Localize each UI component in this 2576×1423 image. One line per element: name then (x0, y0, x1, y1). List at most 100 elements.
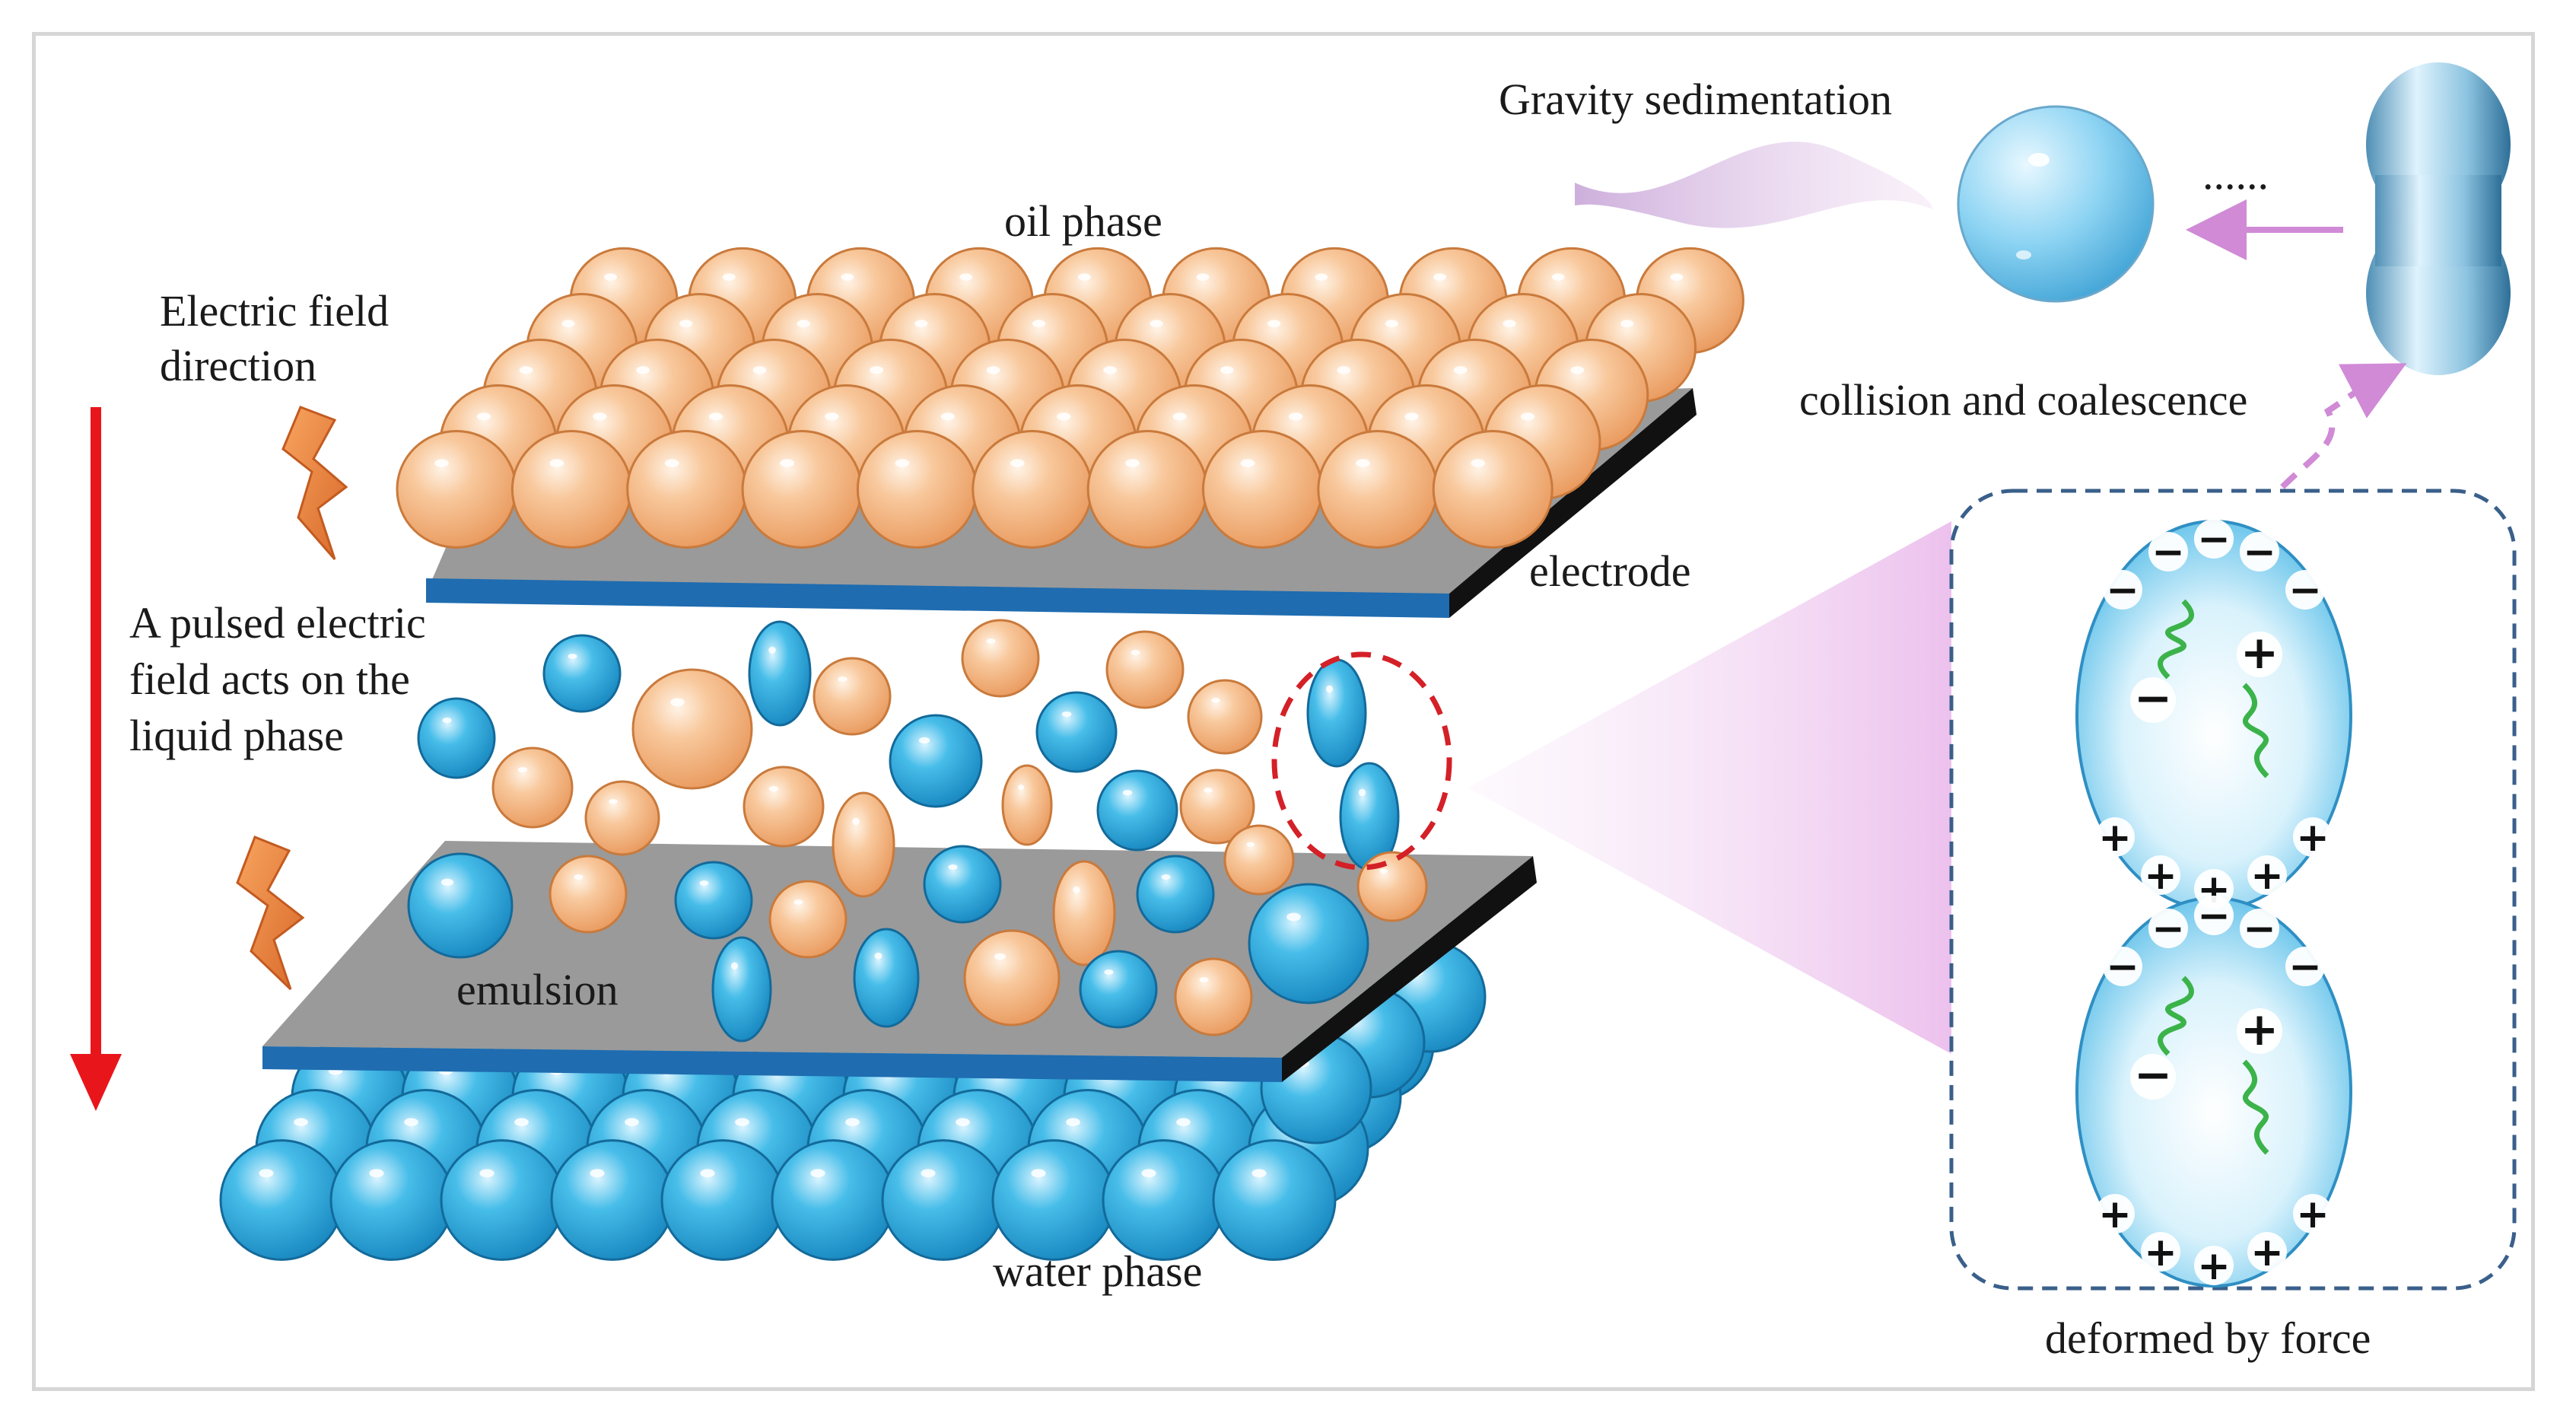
svg-text:+: + (2240, 1003, 2279, 1056)
oil-droplet (1223, 824, 1295, 896)
oil-droplet (1052, 860, 1116, 966)
svg-text:+: + (2296, 815, 2330, 861)
oil-droplet (491, 747, 574, 829)
settled-droplet (1957, 105, 2155, 303)
zoom-fan (1468, 521, 1951, 1054)
positive-charge-icon: + (2237, 626, 2282, 680)
svg-text:+: + (2098, 1192, 2132, 1237)
water-droplet (417, 697, 496, 779)
positive-charge-icon: + (2095, 1192, 2135, 1237)
dashed-upward-arrow (2280, 363, 2407, 489)
field-line-icon (2158, 976, 2194, 1056)
svg-text:−: − (2197, 893, 2231, 939)
gravity-sedimentation-label: Gravity sedimentation (1499, 75, 1892, 124)
oil-droplet (1179, 769, 1255, 845)
gravity-wave (1575, 142, 1932, 228)
electric-field-label-line2: direction (160, 341, 316, 390)
positive-charge-icon: + (2141, 853, 2180, 899)
oil-droplet (631, 668, 753, 790)
svg-text:−: − (2288, 944, 2322, 990)
svg-text:+: + (2144, 853, 2177, 899)
water-droplet (889, 714, 983, 808)
oil-droplet (832, 791, 895, 898)
positive-charge-icon: + (2293, 1192, 2333, 1237)
water-droplet (674, 861, 753, 940)
water-sphere (440, 1139, 564, 1261)
negative-charge-icon: − (2240, 530, 2279, 575)
highlight-dashed-ellipse (1271, 651, 1452, 871)
negative-charge-icon: − (2148, 530, 2188, 575)
svg-text:−: − (2288, 568, 2322, 613)
oil-phase-label: oil phase (1004, 196, 1162, 246)
collision-label: collision and coalescence (1799, 375, 2247, 425)
positive-charge-icon: + (2247, 853, 2287, 899)
positive-charge-icon: + (2194, 1243, 2234, 1289)
svg-text:−: − (2151, 906, 2185, 952)
water-sphere (550, 1139, 675, 1261)
svg-text:−: − (2243, 906, 2276, 952)
zoom-box (1949, 489, 2517, 1291)
water-sphere (1102, 1139, 1226, 1261)
water-sphere (219, 1139, 344, 1261)
emulsion-label: emulsion (456, 965, 619, 1014)
negative-charge-icon: − (2285, 944, 2325, 990)
oil-sphere (1317, 430, 1439, 549)
svg-text:+: + (2250, 1230, 2284, 1275)
water-droplet (1079, 950, 1158, 1029)
oil-droplet (1356, 851, 1428, 922)
negative-charge-icon: − (2148, 906, 2188, 952)
oil-sphere (1201, 430, 1323, 549)
water-sphere (1212, 1139, 1337, 1261)
field-line-icon (2158, 599, 2194, 680)
oil-droplet (768, 880, 848, 959)
negative-charge-icon: − (2194, 517, 2234, 562)
oil-sphere (856, 430, 978, 549)
pulsed-field-label-line2: field acts on the (129, 654, 410, 704)
svg-text:−: − (2243, 530, 2276, 575)
svg-text:+: + (2098, 815, 2132, 861)
oil-droplet (1174, 957, 1253, 1036)
water-droplet (1035, 691, 1118, 773)
oil-droplet (1187, 679, 1263, 755)
electric-field-label-line1: Electric field (160, 286, 389, 336)
water-sphere (660, 1139, 785, 1261)
oil-sphere (972, 430, 1093, 549)
water-droplet (853, 928, 920, 1028)
emulsion-droplets (407, 619, 1428, 1043)
svg-text:+: + (2240, 626, 2279, 680)
water-droplet (407, 852, 514, 959)
negative-charge-icon: − (2194, 893, 2234, 939)
oil-phase-layer (396, 247, 1744, 549)
svg-text:+: + (2296, 1192, 2330, 1237)
negative-charge-icon: − (2103, 944, 2142, 990)
oil-sphere (510, 430, 632, 549)
svg-text:−: − (2134, 1049, 2172, 1102)
positive-charge-icon: + (2293, 815, 2333, 861)
electric-field-arrow (70, 407, 122, 1111)
oil-droplet (963, 929, 1061, 1027)
oil-droplet (813, 657, 892, 736)
water-sphere (991, 1139, 1116, 1261)
negative-charge-icon: − (2103, 568, 2142, 613)
water-droplet (1136, 855, 1215, 934)
svg-text:+: + (2197, 1243, 2231, 1289)
pulsed-field-label-line3: liquid phase (129, 711, 344, 760)
svg-text:+: + (2144, 1230, 2177, 1275)
electrode-label: electrode (1529, 546, 1691, 596)
positive-charge-icon: + (2247, 1230, 2287, 1275)
deformed-droplets: −−−−−+++++−+−−−−−+++++−+ (2075, 517, 2352, 1289)
positive-charge-icon: + (2095, 815, 2135, 861)
svg-text:−: − (2197, 517, 2231, 562)
lightning-icon (236, 836, 305, 991)
oil-droplet (549, 855, 628, 934)
negative-charge-icon: − (2130, 1049, 2176, 1102)
oil-droplet (743, 766, 825, 848)
svg-text:−: − (2151, 530, 2185, 575)
oil-sphere (1086, 430, 1208, 549)
svg-text:−: − (2106, 568, 2139, 613)
svg-text:+: + (2250, 853, 2284, 899)
water-droplet (1248, 883, 1369, 1004)
oil-droplet (961, 619, 1040, 698)
water-sphere (771, 1139, 895, 1261)
dots-label: ...... (2202, 149, 2269, 199)
